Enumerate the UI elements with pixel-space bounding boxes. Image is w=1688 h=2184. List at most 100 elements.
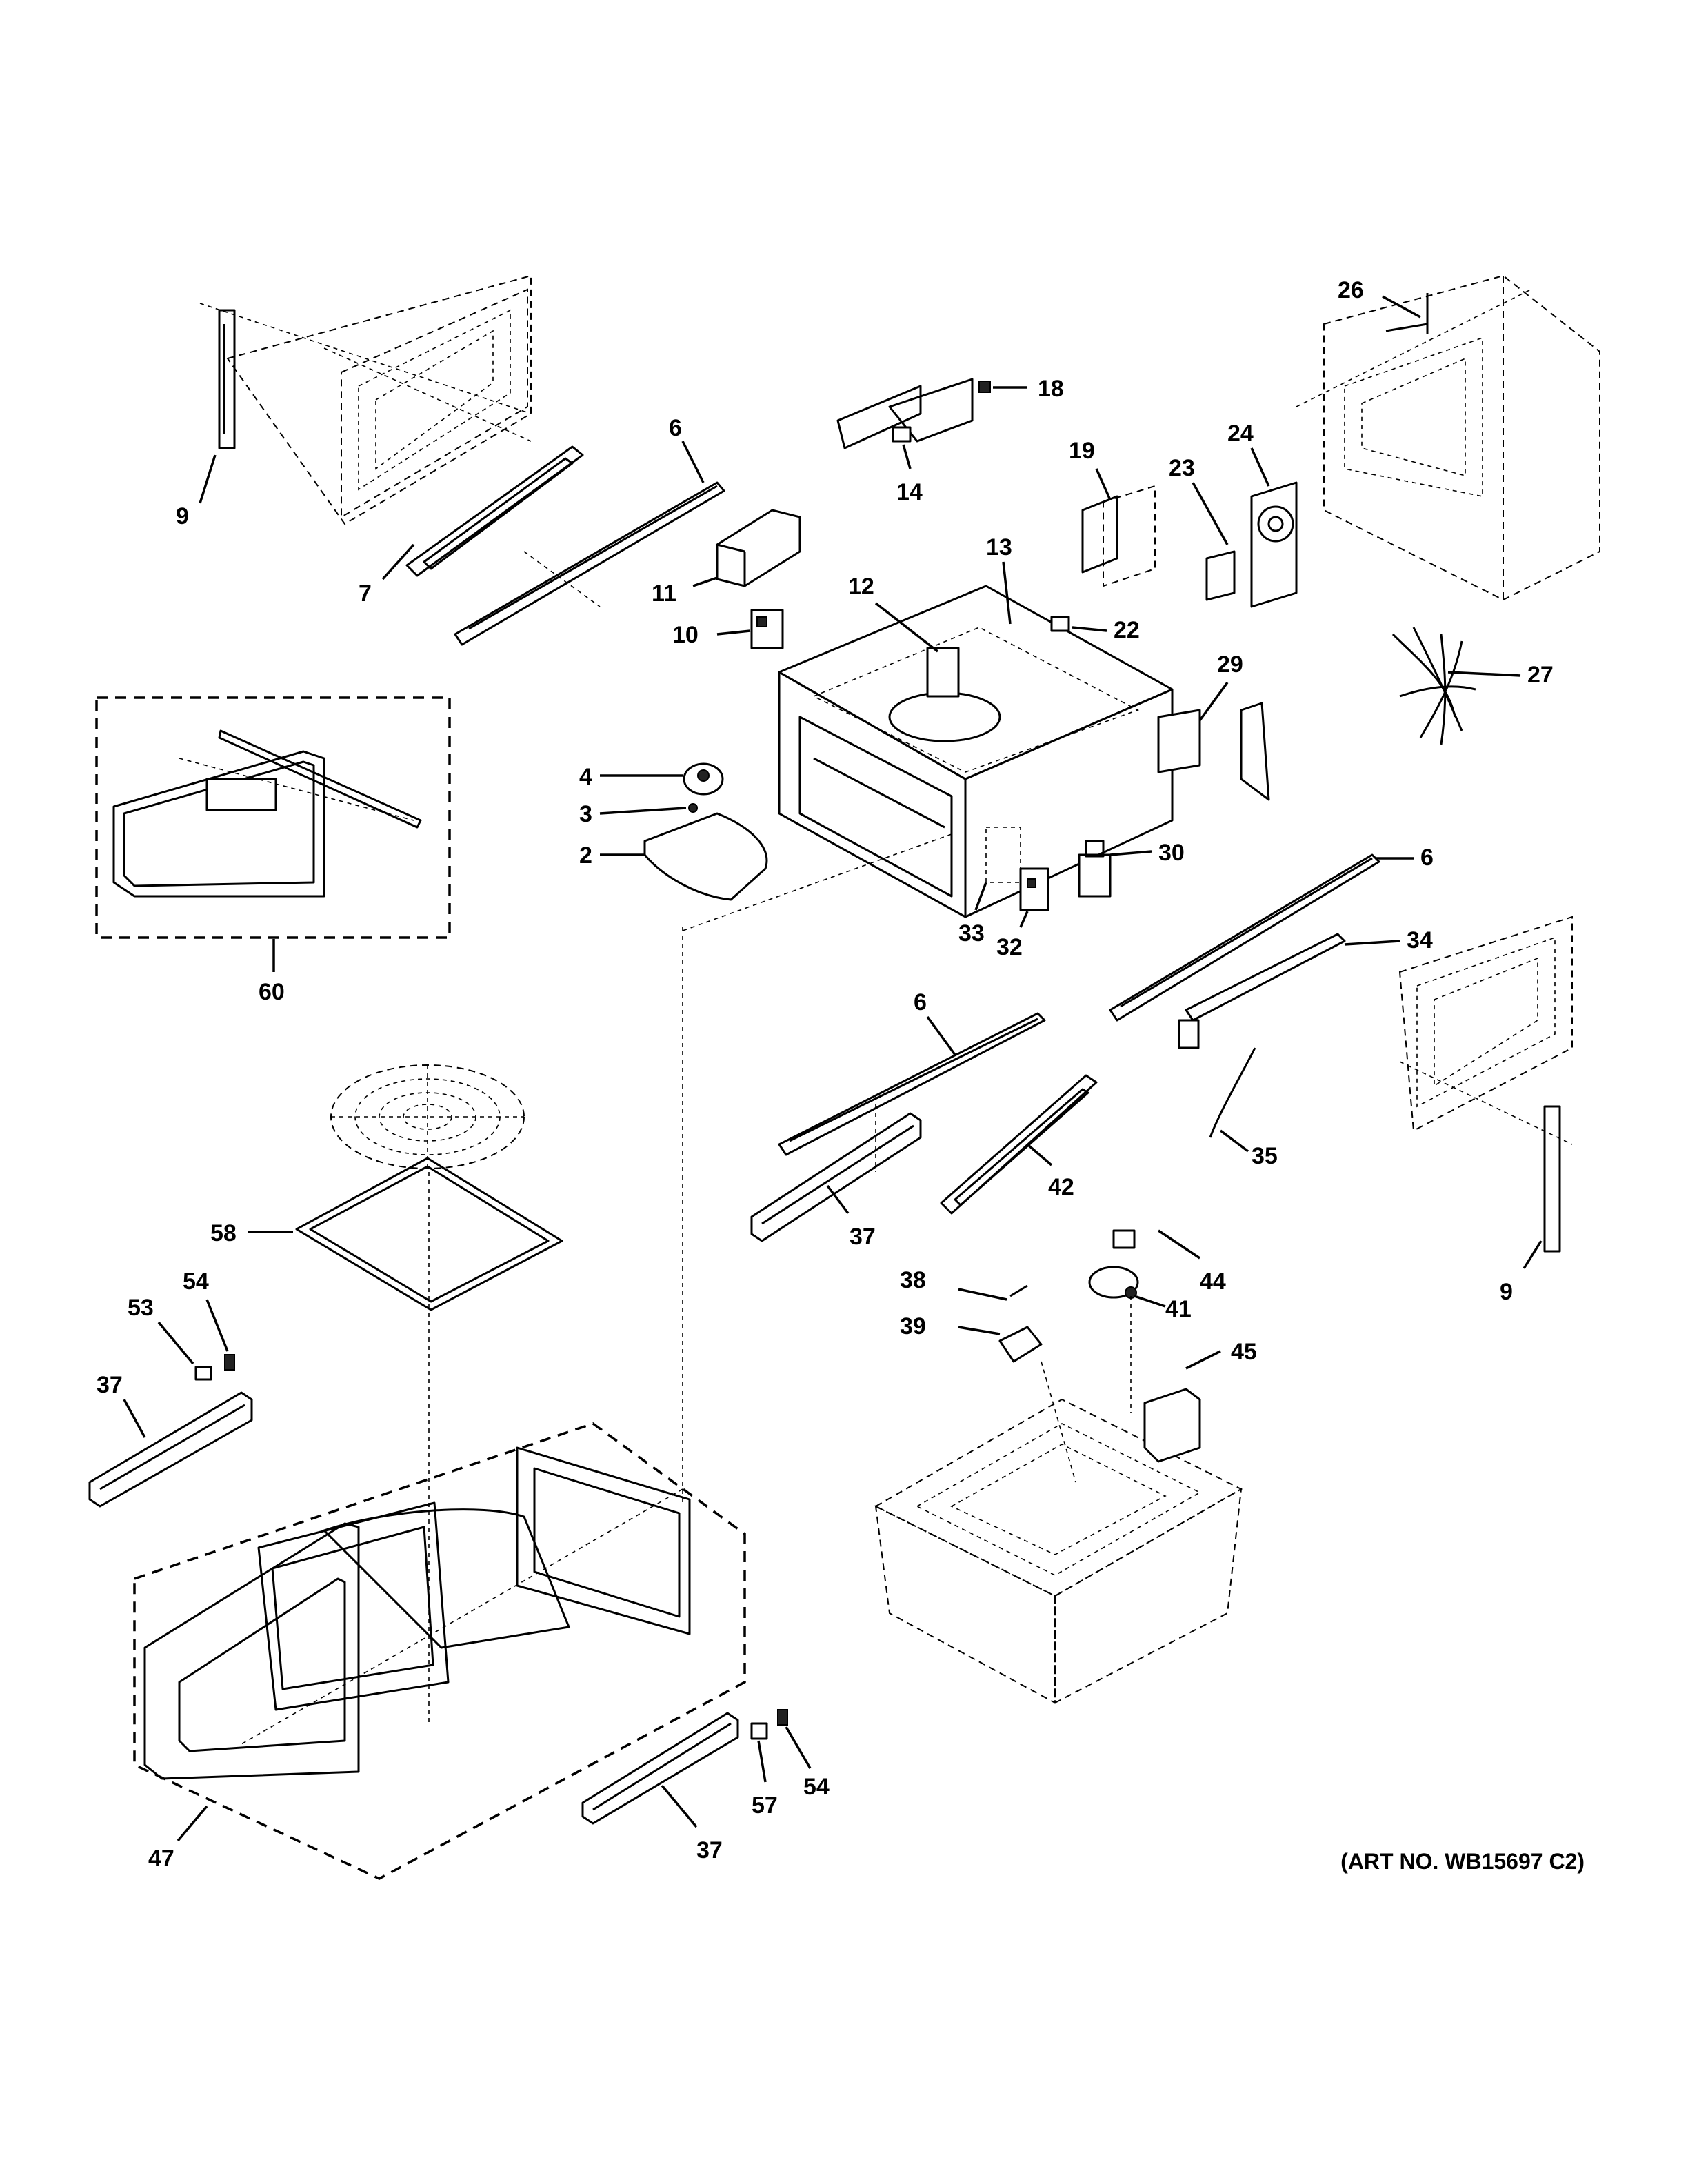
callout-label: 45 (1231, 1339, 1257, 1365)
callout-29: 29 (1198, 651, 1243, 722)
callout-23: 23 (1169, 455, 1229, 545)
callout-6-center: 6 (914, 989, 956, 1056)
callout-24: 24 (1227, 421, 1270, 487)
callout-label: 38 (900, 1267, 926, 1293)
part-33-shield (985, 827, 1021, 883)
callout-label: 9 (176, 503, 189, 529)
callout-6-right: 6 (1376, 845, 1434, 871)
callout-label: 9 (1500, 1279, 1513, 1305)
callout-label: 44 (1200, 1268, 1226, 1295)
callout-35: 35 (1219, 1129, 1278, 1169)
part-29-bracket (1157, 702, 1270, 801)
callout-label: 4 (579, 764, 592, 790)
callout-label: 2 (579, 842, 592, 869)
part-38-diode (1009, 1284, 1028, 1297)
callout-label: 47 (148, 1846, 174, 1872)
callout-10: 10 (672, 622, 751, 648)
callout-39: 39 (900, 1313, 1001, 1339)
callout-label: 3 (579, 801, 592, 827)
callout-label: 37 (696, 1837, 723, 1863)
part-37-rail-center (750, 1112, 922, 1242)
part-11-cover (716, 509, 801, 587)
base-pan (874, 1388, 1243, 1704)
callout-2: 2 (579, 842, 645, 869)
callout-label: 33 (958, 920, 985, 947)
callout-label: 26 (1338, 277, 1364, 303)
slide-rail-top (454, 481, 725, 646)
callout-54-left: 54 (183, 1268, 229, 1352)
part-10-switch (750, 609, 784, 649)
part-37-rail-bottom (581, 1712, 739, 1825)
callout-label: 7 (359, 580, 372, 607)
callout-label: 27 (1527, 662, 1554, 688)
callout-37-bottom: 37 (661, 1784, 723, 1863)
door-gasket (295, 1157, 563, 1723)
callout-42: 42 (1026, 1143, 1074, 1200)
part-54-spring-bottom (777, 1709, 788, 1726)
callout-38: 38 (900, 1267, 1007, 1301)
part-53-hinge (194, 1366, 212, 1381)
part-23-cover (1205, 550, 1236, 601)
callout-label: 58 (210, 1220, 237, 1246)
part-19-bracket (1081, 485, 1156, 587)
callout-54-bottom: 54 (785, 1726, 830, 1800)
oven-cavity (778, 585, 1174, 918)
callout-label: 6 (1420, 845, 1434, 871)
callout-label: 41 (1165, 1296, 1192, 1322)
callout-13: 13 (986, 534, 1012, 625)
callout-47: 47 (148, 1805, 208, 1872)
callout-label: 57 (752, 1792, 778, 1819)
art-number: (ART NO. WB15697 C2) (1340, 1849, 1585, 1874)
assembly-guide-lines (682, 833, 1132, 1483)
callout-14: 14 (896, 444, 923, 505)
callout-label: 24 (1227, 421, 1254, 447)
callout-32: 32 (996, 911, 1029, 960)
callout-label: 19 (1069, 438, 1095, 464)
round-rack (330, 1064, 525, 1169)
callout-37-left: 37 (97, 1372, 146, 1438)
callout-label: 14 (896, 479, 923, 505)
slide-rail-right (1109, 853, 1380, 1022)
callout-label: 23 (1169, 455, 1195, 481)
callout-label: 30 (1158, 840, 1185, 866)
part-30-motor (1078, 840, 1112, 898)
callout-label: 6 (914, 989, 927, 1015)
part-4-stirrer-motor (683, 762, 724, 796)
callout-12: 12 (848, 574, 939, 653)
callout-57: 57 (752, 1740, 778, 1819)
part-35-wire (1209, 1047, 1256, 1138)
callout-label: 35 (1252, 1143, 1278, 1169)
wire-harness (1391, 627, 1476, 745)
side-panel-right (1398, 916, 1573, 1253)
control-panel-group (95, 696, 451, 939)
part-24-fan (1250, 481, 1298, 608)
callout-34: 34 (1344, 927, 1433, 953)
part-22-thermostat (1050, 616, 1070, 632)
callout-label: 6 (669, 415, 682, 441)
callout-44: 44 (1158, 1229, 1226, 1295)
callout-label: 18 (1038, 376, 1064, 402)
vent-trim (405, 445, 584, 577)
callout-11: 11 (652, 576, 718, 607)
callout-label: 13 (986, 534, 1012, 560)
part-54-spring-left (224, 1354, 235, 1371)
part-37-rail-left (88, 1391, 253, 1508)
callout-9-right: 9 (1500, 1240, 1543, 1305)
part-42-vent (940, 1074, 1098, 1215)
callout-3: 3 (579, 801, 687, 827)
callout-41: 41 (1134, 1295, 1192, 1322)
callout-22: 22 (1072, 617, 1140, 643)
callout-label: 54 (803, 1774, 830, 1800)
slide-rail-center (778, 1012, 1046, 1172)
callout-label: 60 (259, 979, 285, 1005)
callout-18: 18 (993, 376, 1064, 402)
callout-label: 37 (97, 1372, 123, 1398)
callout-27: 27 (1447, 662, 1554, 688)
callout-label: 37 (850, 1224, 876, 1250)
callout-45: 45 (1185, 1339, 1257, 1370)
callout-58: 58 (210, 1220, 293, 1246)
callout-label: 39 (900, 1313, 926, 1339)
callout-37-center: 37 (826, 1184, 876, 1250)
callout-label: 22 (1114, 617, 1140, 643)
